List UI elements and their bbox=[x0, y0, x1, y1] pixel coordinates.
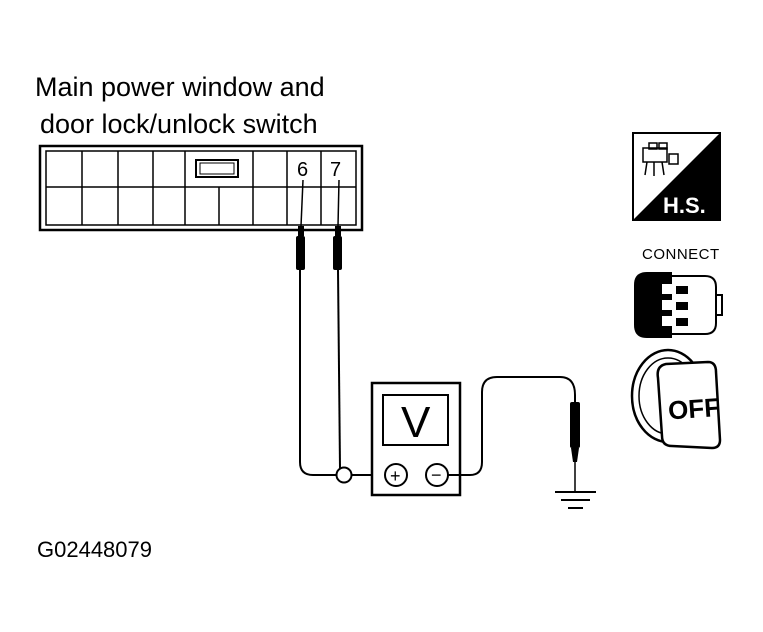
diagram-code: G02448079 bbox=[37, 537, 152, 562]
positive-terminal bbox=[384, 463, 408, 487]
ignition-off-icon bbox=[630, 348, 722, 450]
voltmeter-display bbox=[382, 394, 449, 446]
test-lead-pin-6 bbox=[299, 270, 337, 476]
probe-pin-7 bbox=[333, 179, 342, 270]
voltmeter-unit-label: V bbox=[401, 398, 431, 447]
probe-pin-6 bbox=[296, 179, 305, 270]
ground-probe bbox=[570, 402, 580, 492]
title-line-2: door lock/unlock switch bbox=[40, 109, 318, 139]
voltmeter bbox=[370, 381, 462, 497]
harness-side-label: H.S. bbox=[663, 193, 706, 218]
switch-connector bbox=[38, 144, 364, 232]
title-line-1: Main power window and bbox=[35, 72, 325, 102]
positive-sign: + bbox=[390, 466, 401, 486]
negative-sign: − bbox=[431, 465, 442, 485]
test-lead-pin-7 bbox=[337, 269, 341, 469]
connector-connect-icon bbox=[634, 272, 723, 338]
lead-junction bbox=[335, 466, 353, 484]
pin-6-label: 6 bbox=[297, 159, 308, 181]
ground-lead bbox=[448, 376, 576, 476]
harness-side-icon bbox=[632, 132, 721, 221]
ground-symbol bbox=[555, 491, 596, 509]
pin-7-label: 7 bbox=[330, 159, 341, 181]
connect-label: CONNECT bbox=[642, 246, 720, 263]
ignition-off-label: OFF bbox=[667, 392, 721, 426]
